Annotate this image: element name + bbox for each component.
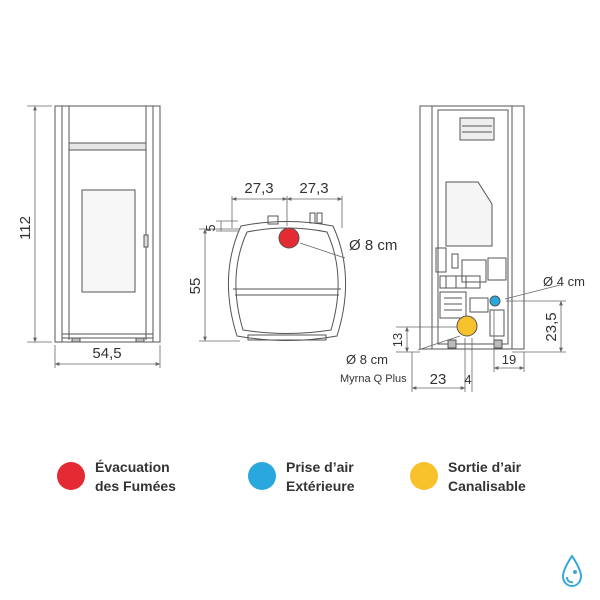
back-inlet-height-label: 23,5 bbox=[543, 312, 560, 341]
legend-smoke-line1: Évacuation bbox=[95, 459, 170, 475]
legend-smoke-line2: des Fumées bbox=[95, 478, 176, 494]
top-view bbox=[227, 212, 347, 341]
air-outlet-dot bbox=[410, 462, 438, 490]
front-view bbox=[54, 105, 161, 343]
front-width-label: 54,5 bbox=[92, 345, 121, 362]
smoke-exhaust-dot bbox=[57, 462, 85, 490]
legend-item-smoke: Évacuation des Fumées bbox=[57, 458, 176, 496]
legend-item-air-outlet: Sortie d’air Canalisable bbox=[410, 458, 526, 496]
back-outlet-x-label: 23 bbox=[430, 371, 447, 388]
top-offset-label: 5 bbox=[203, 224, 218, 231]
back-inlet-x-label: 19 bbox=[502, 352, 516, 367]
front-height-label: 112 bbox=[17, 216, 34, 240]
legend-air-outlet-line1: Sortie d’air bbox=[448, 459, 522, 475]
top-depth-label: 55 bbox=[187, 278, 204, 295]
technical-drawing: 112 54,5 27,3 27,3 5 55 Ø 8 cm bbox=[17, 105, 585, 392]
air-inlet-diameter-label: Ø 4 cm bbox=[543, 274, 585, 289]
flue-diameter-label: Ø 8 cm bbox=[349, 237, 397, 254]
back-outlet-height-label: 13 bbox=[390, 333, 405, 347]
front-glass bbox=[81, 189, 136, 293]
top-dimensions bbox=[199, 196, 346, 342]
legend-air-intake-line2: Extérieure bbox=[286, 478, 355, 494]
legend-item-air-intake: Prise d’air Extérieure bbox=[248, 458, 354, 496]
air-outlet-marker bbox=[456, 315, 478, 337]
water-drop-icon bbox=[561, 555, 583, 588]
front-dimensions bbox=[27, 105, 161, 368]
air-inlet-marker bbox=[489, 295, 501, 307]
back-spacing-label: 4 bbox=[464, 372, 471, 387]
outlet-diameter-label: Ø 8 cm bbox=[346, 352, 388, 367]
top-right-half-label: 27,3 bbox=[299, 180, 328, 197]
front-body bbox=[54, 105, 161, 343]
back-dimensions bbox=[396, 284, 566, 392]
flue-outlet-marker bbox=[278, 227, 300, 249]
top-left-half-label: 27,3 bbox=[244, 180, 273, 197]
air-intake-dot bbox=[248, 462, 276, 490]
legend-air-outlet-line2: Canalisable bbox=[448, 478, 526, 494]
model-name: Myrna Q Plus bbox=[340, 373, 407, 385]
back-view bbox=[419, 105, 525, 350]
legend-air-intake-line1: Prise d’air bbox=[286, 459, 354, 475]
pellet-hopper bbox=[445, 181, 493, 247]
